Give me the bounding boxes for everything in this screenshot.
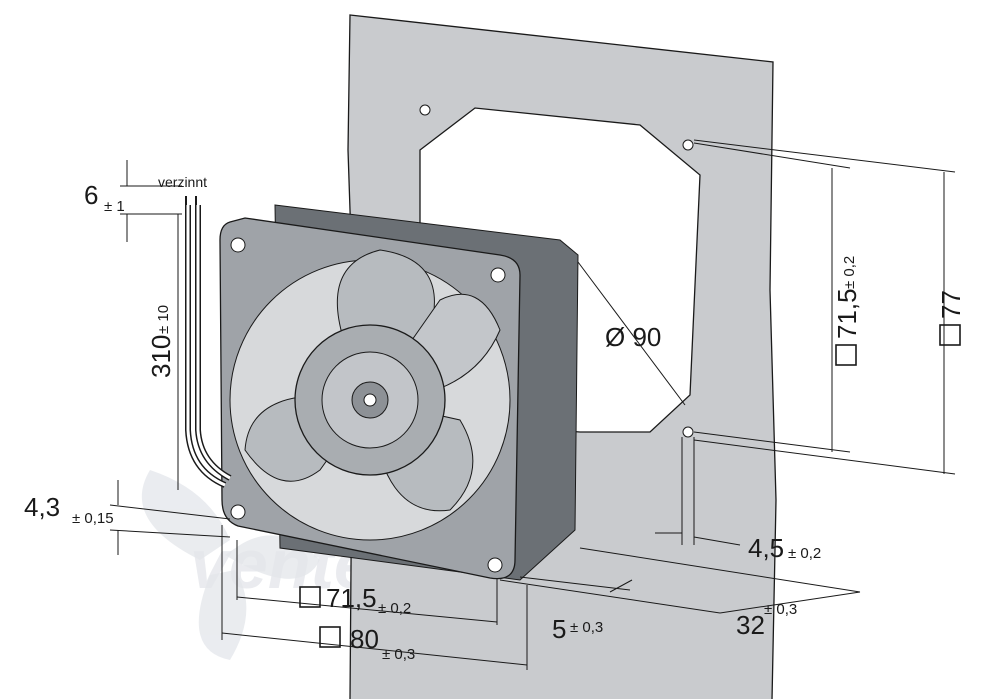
- pitch-right-value: 71,5: [832, 288, 862, 339]
- cable-length-tol: ± 10: [155, 305, 172, 334]
- wire-note: verzinnt: [158, 174, 207, 190]
- flange-tol: ± 0,3: [570, 619, 603, 636]
- hole-offset-tol: ± 0,15: [72, 510, 114, 527]
- watermark-fan-icon: [141, 470, 320, 660]
- cutout-hole-value: 4,5: [748, 533, 784, 563]
- square-symbol: [319, 626, 341, 648]
- pitch-bottom-value: 71,5: [326, 583, 377, 613]
- panel-hole-bottom-right: [682, 426, 694, 438]
- fan-frame-hole: [230, 504, 246, 520]
- cutout-hole-tol: ± 0,2: [788, 545, 821, 562]
- width-value: 80: [350, 624, 379, 654]
- fan-frame-hole: [487, 557, 503, 573]
- fan-frame-hole: [230, 237, 246, 253]
- square-symbol: [299, 586, 321, 608]
- cable-length-value: 310: [146, 335, 176, 378]
- hole-offset-value: 4,3: [24, 492, 60, 522]
- fan-body: [185, 196, 579, 581]
- panel-hole-top-left: [419, 104, 431, 116]
- depth-tol: ± 0,3: [764, 601, 797, 618]
- depth-value: 32: [736, 610, 765, 640]
- pitch-bottom-tol: ± 0,2: [378, 600, 411, 617]
- panel-square-value: 77: [936, 290, 966, 319]
- width-tol: ± 0,3: [382, 646, 415, 663]
- wire-strip-value: 6: [84, 180, 98, 210]
- dimension-lines: [109, 139, 956, 670]
- fan-frame-hole: [490, 267, 506, 283]
- panel-hole-top-right: [682, 139, 694, 151]
- square-symbol: [939, 324, 961, 346]
- diameter-label: Ø 90: [605, 322, 661, 352]
- flange-value: 5: [552, 614, 566, 644]
- wire-strip-tol: ± 1: [104, 198, 125, 215]
- pitch-right-tol: ± 0,2: [841, 256, 858, 289]
- square-symbol: [835, 344, 857, 366]
- dimension-labels: verzinnt 6 ± 1 310 ± 10 4,3 ± 0,15 71,5 …: [24, 174, 966, 663]
